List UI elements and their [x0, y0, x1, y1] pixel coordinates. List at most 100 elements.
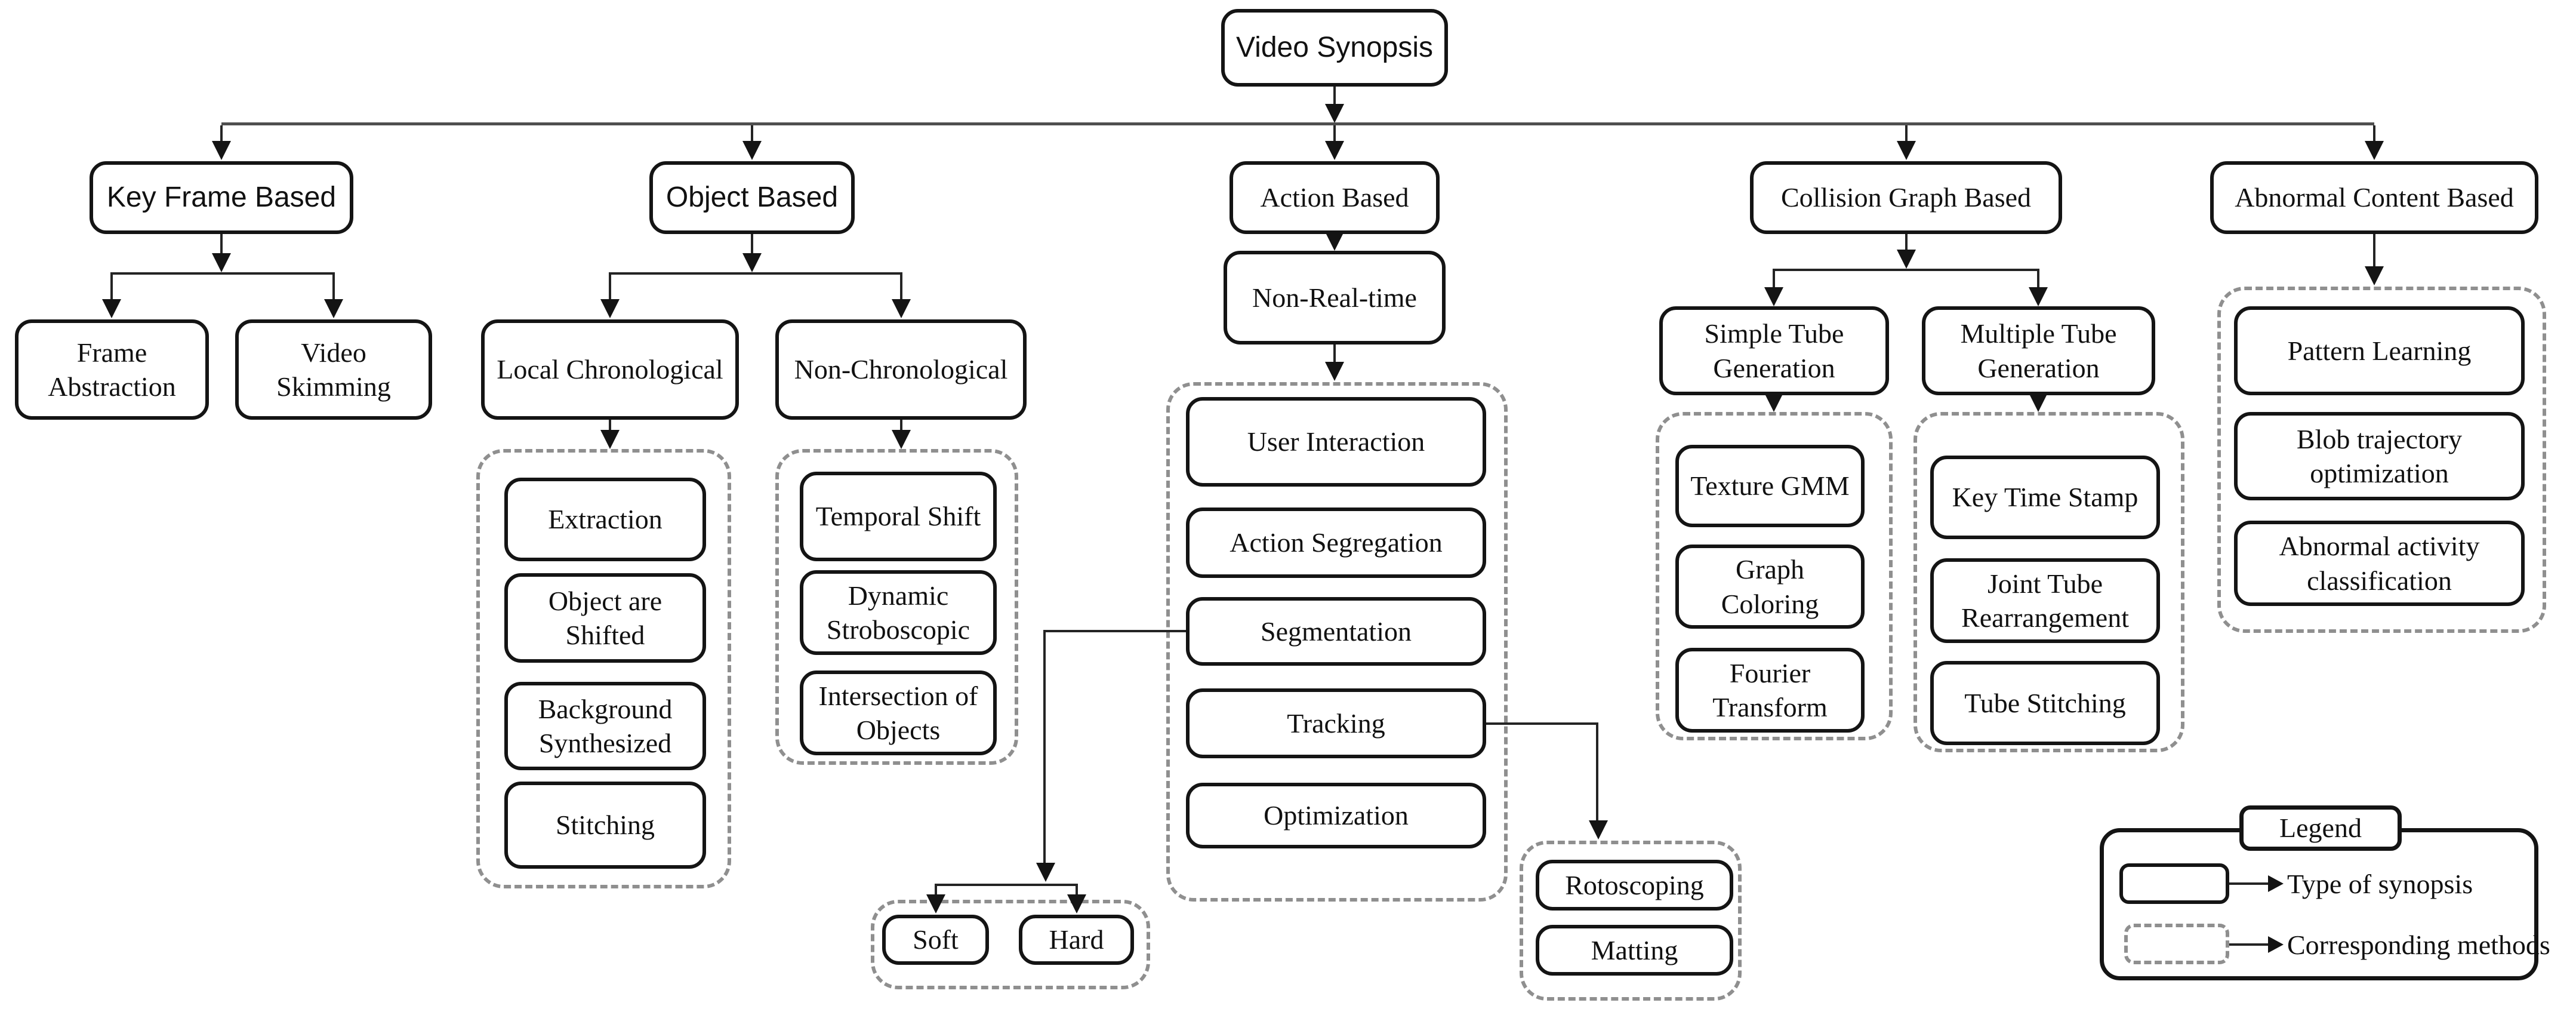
node-intersection-of-objects: Intersection of Objects — [800, 670, 997, 755]
connector-line — [332, 272, 335, 300]
node-object-are-shifted: Object are Shifted — [504, 573, 706, 663]
arrow-down-icon — [1067, 894, 1086, 914]
node-object-based: Object Based — [649, 161, 855, 234]
connector-line — [220, 234, 223, 254]
connector-line — [900, 420, 902, 432]
legend-solid-box-sample — [2119, 863, 2229, 904]
connector-line — [610, 272, 901, 275]
connector-line — [2373, 234, 2375, 269]
connector-line — [1905, 234, 1908, 251]
legend-panel — [2100, 828, 2538, 980]
node-frame-abstraction: Frame Abstraction — [15, 319, 209, 420]
group-simple-tube-methods — [1656, 412, 1893, 740]
node-user-interaction: User Interaction — [1186, 397, 1486, 487]
group-non-real-time-methods — [1166, 382, 1508, 902]
node-multiple-tube-generation: Multiple Tube Generation — [1922, 306, 2155, 395]
group-non-chronological-methods — [775, 449, 1018, 765]
node-temporal-shift: Temporal Shift — [800, 472, 997, 561]
node-collision-graph-based: Collision Graph Based — [1750, 161, 2062, 234]
group-tracking-methods — [1520, 841, 1742, 1001]
node-simple-tube-generation: Simple Tube Generation — [1659, 306, 1889, 395]
arrow-down-icon — [1589, 820, 1608, 839]
connector-line — [935, 884, 1078, 886]
arrow-down-icon — [1897, 250, 1916, 269]
connector-line — [112, 272, 334, 275]
node-dynamic-stroboscopic: Dynamic Stroboscopic — [800, 570, 997, 655]
node-abnormal-activity-classification: Abnormal activity classification — [2234, 521, 2525, 606]
node-tracking: Tracking — [1186, 688, 1486, 758]
legend-dashed-box-sample — [2124, 924, 2229, 964]
arrow-down-icon — [600, 299, 620, 318]
connector-line — [1596, 722, 1598, 822]
arrow-down-icon — [102, 299, 121, 318]
arrow-down-icon — [1325, 362, 1344, 381]
node-soft: Soft — [882, 915, 989, 965]
arrow-down-icon — [1325, 141, 1344, 160]
arrow-down-icon — [742, 253, 762, 272]
node-hard: Hard — [1019, 915, 1134, 965]
arrow-right-icon — [2268, 936, 2284, 953]
connector-line — [2229, 943, 2270, 946]
connector-line — [751, 125, 753, 143]
group-local-chronological-methods — [476, 449, 731, 888]
connector-line — [221, 122, 2374, 125]
arrow-right-icon — [2268, 875, 2284, 892]
node-matting: Matting — [1536, 925, 1733, 976]
connector-line — [609, 272, 611, 300]
node-extraction: Extraction — [504, 478, 706, 561]
node-local-chronological: Local Chronological — [481, 319, 739, 420]
arrow-down-icon — [1325, 104, 1344, 123]
group-abnormal-content-methods — [2217, 287, 2546, 633]
node-action-based: Action Based — [1230, 161, 1440, 234]
arrow-down-icon — [212, 141, 231, 160]
group-segmentation-methods — [871, 900, 1150, 989]
connector-line — [1333, 345, 1336, 364]
legend-title: Legend — [2239, 805, 2402, 851]
connector-line — [1043, 630, 1186, 632]
node-stitching: Stitching — [504, 782, 706, 869]
arrow-down-icon — [926, 894, 945, 914]
arrow-down-icon — [742, 141, 762, 160]
arrow-down-icon — [1764, 393, 1783, 412]
connector-line — [751, 234, 753, 254]
node-rotoscoping: Rotoscoping — [1536, 860, 1733, 911]
node-fourier-transform: Fourier Transform — [1675, 648, 1865, 733]
node-video-skimming: Video Skimming — [235, 319, 432, 420]
arrow-down-icon — [1325, 232, 1344, 251]
group-multiple-tube-methods — [1913, 412, 2184, 752]
legend-solid-label: Type of synopsis — [2287, 869, 2473, 899]
connector-line — [1333, 125, 1336, 143]
connector-line — [1773, 269, 1775, 288]
connector-line — [900, 272, 902, 300]
connector-line — [2037, 269, 2039, 288]
node-video-synopsis: Video Synopsis — [1221, 9, 1448, 87]
arrow-down-icon — [2365, 141, 2384, 160]
node-tube-stitching: Tube Stitching — [1930, 661, 2160, 745]
arrow-down-icon — [892, 430, 911, 449]
node-joint-tube-rearrangement: Joint Tube Rearrangement — [1930, 558, 2160, 643]
arrow-down-icon — [1764, 287, 1783, 306]
arrow-down-icon — [2029, 393, 2048, 412]
connector-line — [609, 420, 611, 432]
node-non-chronological: Non-Chronological — [775, 319, 1027, 420]
node-background-synthesized: Background Synthesized — [504, 682, 706, 770]
node-blob-trajectory-optimization: Blob trajectory optimization — [2234, 412, 2525, 500]
connector-line — [220, 125, 223, 143]
arrow-down-icon — [600, 430, 620, 449]
node-pattern-learning: Pattern Learning — [2234, 306, 2525, 395]
node-optimization: Optimization — [1186, 783, 1486, 848]
node-action-segregation: Action Segregation — [1186, 508, 1486, 578]
node-key-time-stamp: Key Time Stamp — [1930, 456, 2160, 539]
node-abnormal-content-based: Abnormal Content Based — [2210, 161, 2538, 234]
node-texture-gmm: Texture GMM — [1675, 445, 1865, 527]
connector-line — [1043, 630, 1046, 864]
node-segmentation: Segmentation — [1186, 597, 1486, 666]
arrow-down-icon — [2029, 287, 2048, 306]
connector-line — [1486, 722, 1598, 725]
connector-line — [110, 272, 113, 300]
arrow-down-icon — [212, 253, 231, 272]
connector-line — [2373, 125, 2375, 143]
connector-line — [1774, 269, 2038, 271]
node-non-real-time: Non-Real-time — [1224, 251, 1446, 345]
